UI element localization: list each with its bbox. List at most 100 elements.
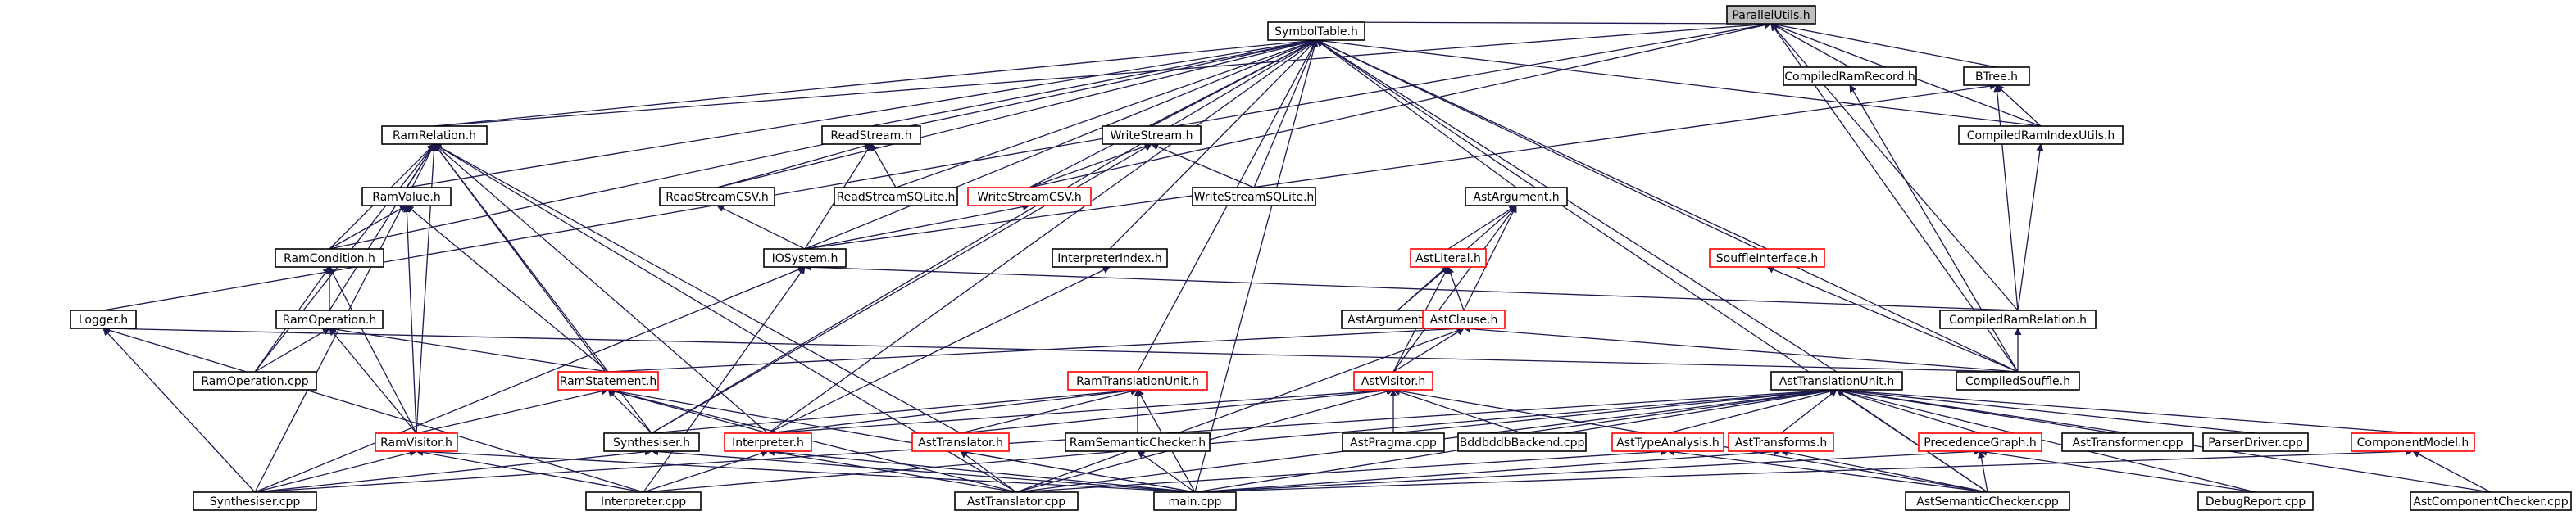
node-interpreterindex-h[interactable]: InterpreterIndex.h <box>1052 248 1168 268</box>
node-label: ReadStreamCSV.h <box>666 191 769 204</box>
node-label: RamSemanticChecker.h <box>1070 436 1206 450</box>
node-iosystem-h[interactable]: IOSystem.h <box>763 248 847 268</box>
edge-interpreter-to-ramrelation <box>434 143 769 434</box>
edge-compiledsouffle-to-astclause <box>1463 325 2019 373</box>
edge-astvisitor-to-astargument <box>1392 205 1517 373</box>
node-label: Synthesiser.h <box>613 436 690 450</box>
include-edge <box>1770 23 1851 68</box>
edge-interpreter-to-astvisitor <box>767 387 1394 434</box>
node-box <box>1918 432 2042 452</box>
node-box <box>1192 187 1316 206</box>
node-compiledsouffle-h[interactable]: CompiledSouffle.h <box>1956 371 2080 391</box>
node-ramvalue-h[interactable]: RamValue.h <box>361 187 452 206</box>
node-interpreter-h[interactable]: Interpreter.h <box>724 432 812 452</box>
node-astsemanticchecker-cpp[interactable]: AstSemanticChecker.cpp <box>1905 491 2070 511</box>
edge-compiledramrelation-to-compiledramindexutils <box>2017 143 2044 311</box>
node-compiledramrecord-h[interactable]: CompiledRamRecord.h <box>1783 66 1917 86</box>
node-label: WriteStreamCSV.h <box>977 191 1081 204</box>
edge-bddbddbbackendcpp-to-astvisitor <box>1392 388 1523 434</box>
node-componentmodel-h[interactable]: ComponentModel.h <box>2351 432 2475 452</box>
node-ramrelation-h[interactable]: RamRelation.h <box>381 125 488 145</box>
node-writestreamsqlite-h[interactable]: WriteStreamSQLite.h <box>1192 187 1316 206</box>
edge-symboltable-to-parallelutils <box>1315 20 1772 28</box>
node-compiledramindexutils-h[interactable]: CompiledRamIndexUtils.h <box>1958 125 2124 145</box>
edge-astsemanticcheckercpp-to-symboltable <box>1315 39 1988 493</box>
node-astpragma-cpp[interactable]: AstPragma.cpp <box>1342 432 1445 452</box>
node-asttranslator-cpp[interactable]: AstTranslator.cpp <box>954 491 1079 511</box>
node-precedencegraph-h[interactable]: PrecedenceGraph.h <box>1918 432 2042 452</box>
node-label: RamOperation.h <box>283 314 377 327</box>
node-ramcondition-h[interactable]: RamCondition.h <box>275 248 384 268</box>
node-readstreamcsv-h[interactable]: ReadStreamCSV.h <box>659 187 775 206</box>
edge-astargument-to-symboltable <box>1315 39 1517 188</box>
node-parserdriver-cpp[interactable]: ParserDriver.cpp <box>2202 432 2309 452</box>
node-asttranslationunit-h[interactable]: AstTranslationUnit.h <box>1770 371 1903 391</box>
include-edge <box>1996 84 2042 127</box>
node-label: CompiledRamIndexUtils.h <box>1967 129 2115 142</box>
edge-astclause-to-astargument <box>1463 205 1517 311</box>
node-ramstatement-h[interactable]: RamStatement.h <box>557 371 659 391</box>
node-label: AstTransformer.cpp <box>2072 436 2183 450</box>
node-asttransforms-h[interactable]: AstTransforms.h <box>1728 432 1834 452</box>
node-asttypeanalysis-h[interactable]: AstTypeAnalysis.h <box>1611 432 1724 452</box>
node-synthesiser-h[interactable]: Synthesiser.h <box>603 432 700 452</box>
node-astcomponentchecker-cpp[interactable]: AstComponentChecker.cpp <box>2410 491 2572 511</box>
node-box <box>1709 248 1825 268</box>
node-btree-h[interactable]: BTree.h <box>1963 66 2030 86</box>
node-box <box>1067 371 1208 391</box>
node-readstream-h[interactable]: ReadStream.h <box>821 125 921 145</box>
node-parallelutils-h[interactable]: ParallelUtils.h <box>1726 5 1816 25</box>
node-label: ReadStreamSQLite.h <box>837 191 956 204</box>
edge-compiledsouffle-to-logger <box>102 324 2019 373</box>
include-edge <box>416 448 644 493</box>
edge-asttranslator-to-ramtranslationunit <box>960 387 1138 434</box>
edge-asttranslator-to-astvisitor <box>960 387 1394 434</box>
edge-readstreamsqlite-to-symboltable <box>895 38 1317 188</box>
node-label: RamOperation.cpp <box>201 375 308 388</box>
node-box <box>1728 432 1834 452</box>
node-ramvisitor-h[interactable]: RamVisitor.h <box>375 432 458 452</box>
node-box <box>1267 21 1365 41</box>
node-box <box>603 432 700 452</box>
node-box <box>557 371 659 391</box>
node-symboltable-h[interactable]: SymbolTable.h <box>1267 21 1365 41</box>
node-ramoperation-cpp[interactable]: RamOperation.cpp <box>193 371 317 391</box>
node-label: RamValue.h <box>372 191 440 204</box>
node-asttransformer-cpp[interactable]: AstTransformer.cpp <box>2061 432 2194 452</box>
node-ramtranslationunit-h[interactable]: RamTranslationUnit.h <box>1067 371 1208 391</box>
include-edge <box>960 448 1196 493</box>
node-box <box>967 187 1092 206</box>
node-souffleinterface-h[interactable]: SouffleInterface.h <box>1709 248 1825 268</box>
node-compiledramrelation-h[interactable]: CompiledRamRelation.h <box>1939 310 2097 329</box>
include-edge <box>1447 205 1517 250</box>
node-astclause-h[interactable]: AstClause.h <box>1422 310 1506 329</box>
edge-astcomponentcheckercpp-to-componentmodel <box>2412 450 2492 493</box>
node-interpreter-cpp[interactable]: Interpreter.cpp <box>585 491 702 511</box>
node-writestreamcsv-h[interactable]: WriteStreamCSV.h <box>967 187 1092 206</box>
include-edge <box>434 143 769 434</box>
node-astargument-h[interactable]: AstArgument.h <box>1465 187 1568 206</box>
include-edge <box>643 266 806 493</box>
node-asttranslator-h[interactable]: AstTranslator.h <box>911 432 1010 452</box>
edge-astpragmacpp-to-asttranslationunit <box>1392 387 1838 434</box>
node-writestream-h[interactable]: WriteStream.h <box>1102 125 1202 145</box>
node-logger-h[interactable]: Logger.h <box>70 310 137 329</box>
node-label: AstClause.h <box>1430 314 1498 327</box>
node-main-cpp[interactable]: main.cpp <box>1153 491 1237 511</box>
node-synthesiser-cpp[interactable]: Synthesiser.cpp <box>193 491 317 511</box>
node-ramoperation-h[interactable]: RamOperation.h <box>275 310 384 329</box>
edge-asttranslatorcpp-to-asttypeanalysis <box>1015 447 1669 493</box>
edges-layer <box>102 20 2492 493</box>
node-ramsemanticchecker-h[interactable]: RamSemanticChecker.h <box>1065 432 1211 452</box>
node-box <box>1958 125 2124 145</box>
node-label: Synthesiser.cpp <box>210 495 301 509</box>
node-box <box>275 248 384 268</box>
include-edge <box>643 450 769 493</box>
node-astvisitor-h[interactable]: AstVisitor.h <box>1353 371 1433 391</box>
edge-astsemanticcheckercpp-to-asttypeanalysis <box>1667 448 1988 493</box>
node-debugreport-cpp[interactable]: DebugReport.cpp <box>2197 491 2314 511</box>
node-readstreamsqlite-h[interactable]: ReadStreamSQLite.h <box>834 187 958 206</box>
node-astliteral-h[interactable]: AstLiteral.h <box>1410 248 1487 268</box>
include-edge <box>895 38 1317 188</box>
node-bddbddbbackend-cpp[interactable]: BddbddbBackend.cpp <box>1457 432 1587 452</box>
